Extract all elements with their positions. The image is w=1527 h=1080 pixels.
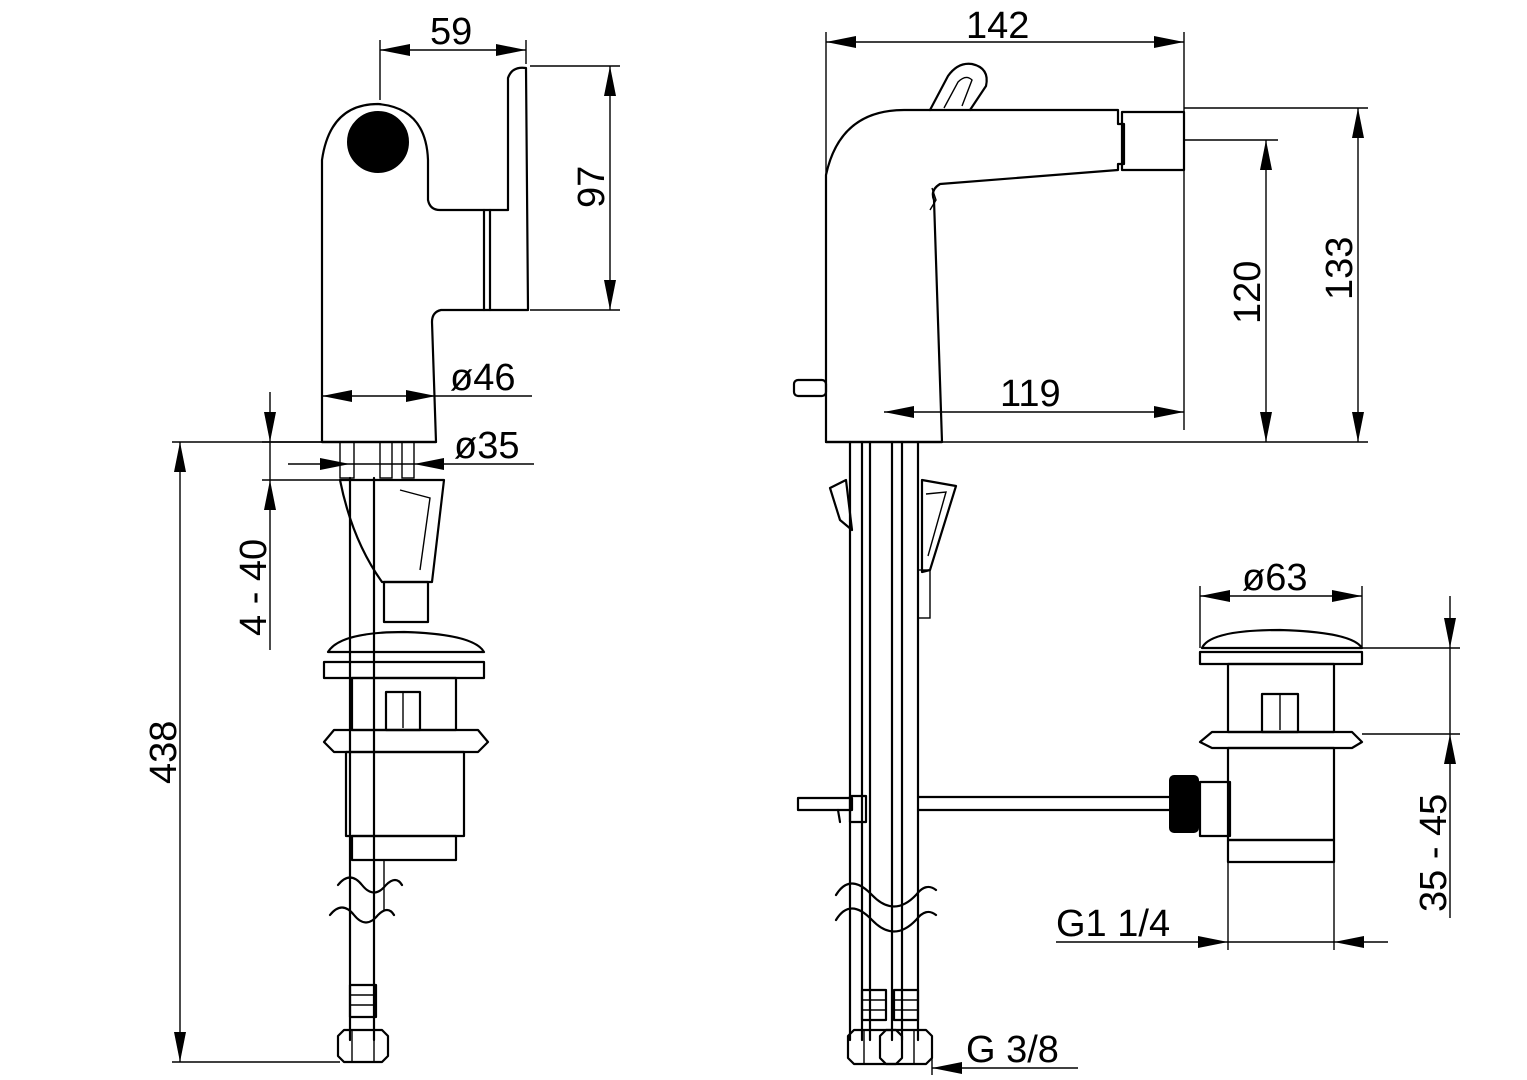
front-view-faucet [792, 62, 1364, 1066]
dim-waste-range: 35 - 45 [1413, 794, 1455, 912]
dim-thread-diameter: ø35 [454, 425, 519, 467]
dim-waste-thread: G1 1/4 [1056, 903, 1170, 945]
dim-deck-thickness: 4 - 40 [233, 539, 275, 636]
side-view-dimensions: 59 97 ø46 ø35 4 - 40 438 [143, 11, 620, 1063]
dim-side-width: 59 [430, 11, 472, 53]
waste-outlet-nut [1169, 775, 1199, 833]
dim-waste-diameter: ø63 [1242, 557, 1307, 599]
handle-cap [347, 111, 409, 173]
dim-spout-height: 120 [1227, 261, 1269, 324]
dim-side-height: 97 [571, 166, 613, 208]
dim-hose-thread: G 3/8 [966, 1029, 1059, 1071]
dim-spout-reach: 119 [1000, 373, 1061, 415]
dim-base-diameter: ø46 [450, 357, 515, 399]
dim-total-height: 438 [143, 721, 185, 784]
dim-total-width: 142 [966, 5, 1029, 47]
dim-overall-height: 133 [1319, 237, 1361, 300]
side-view-faucet [320, 66, 530, 1064]
front-view-dimensions: 142 133 120 119 ø63 35 - 45 [825, 5, 1460, 1075]
